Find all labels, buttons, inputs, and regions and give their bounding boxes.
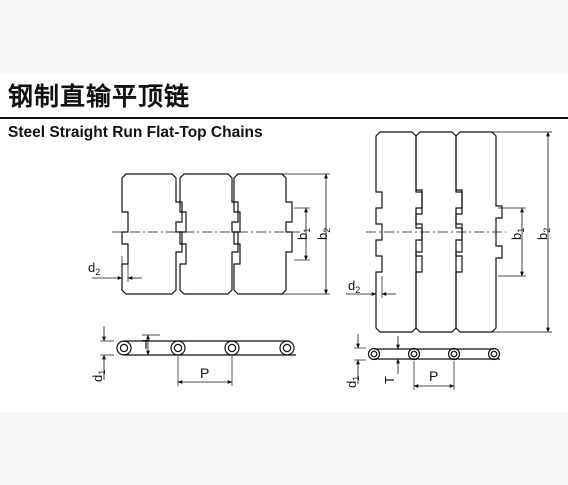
left-d1-label: d1 — [90, 370, 107, 382]
right-b2-label: b2 — [535, 228, 552, 240]
right-T-label: T — [382, 376, 397, 384]
right-b1-label: b1 — [509, 228, 526, 240]
left-side-view — [100, 326, 296, 386]
page-title-cn: 钢制直输平顶链 — [8, 82, 191, 111]
chain-link-1 — [121, 173, 183, 295]
chain-link-2 — [179, 173, 239, 295]
chain-link-3 — [233, 173, 293, 295]
right-side-view — [354, 334, 501, 390]
left-b1-label: b1 — [295, 228, 312, 240]
right-d2-label: d2 — [348, 278, 360, 295]
content-card — [0, 74, 568, 412]
left-b2-label: b2 — [315, 228, 332, 240]
left-top-view — [92, 173, 330, 295]
right-side-plate — [374, 348, 500, 360]
left-P-label: P — [200, 365, 209, 381]
left-T-label: T — [142, 337, 150, 352]
wide-link-3 — [455, 131, 503, 333]
page-title-en: Steel Straight Run Flat-Top Chains — [8, 124, 263, 141]
left-d2-label: d2 — [88, 260, 100, 277]
title-divider — [0, 117, 568, 119]
right-P-label: P — [429, 368, 438, 384]
right-d1-label: d1 — [344, 376, 361, 388]
right-top-view — [346, 131, 552, 333]
